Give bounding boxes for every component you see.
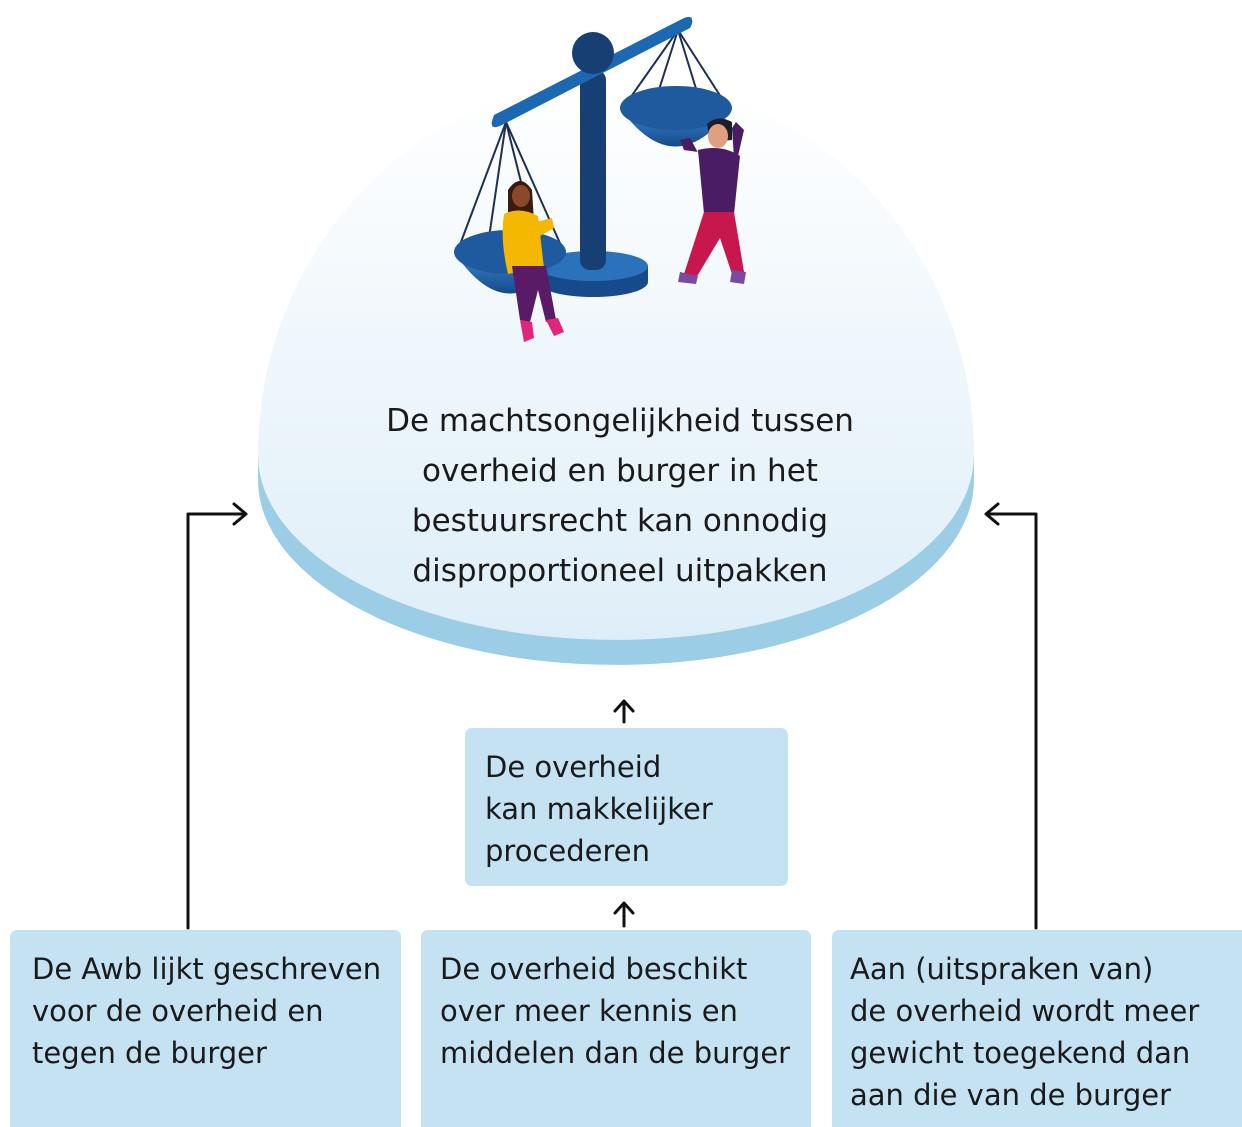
- cause-box-procedure: De overheid kan makkelijker procederen: [465, 728, 788, 886]
- box-line: Aan (uitspraken van): [850, 952, 1154, 986]
- arrow-center-to-middle: [613, 901, 635, 928]
- balance-scale-illustration: [454, 16, 746, 342]
- box-line: aan die van de burger: [850, 1078, 1172, 1112]
- main-statement-line: overheid en burger in het: [422, 453, 818, 489]
- cause-box-awb: De Awb lijkt geschreven voor de overheid…: [10, 930, 401, 1127]
- arrow-middle-to-statement: [613, 699, 635, 724]
- box-line: De Awb lijkt geschreven: [32, 952, 382, 986]
- cause-box-weight: Aan (uitspraken van) de overheid wordt m…: [832, 930, 1242, 1127]
- box-line: De overheid beschikt: [440, 952, 748, 986]
- cause-box-knowledge: De overheid beschikt over meer kennis en…: [421, 930, 811, 1127]
- box-line: de overheid wordt meer: [850, 994, 1200, 1028]
- scale-pivot: [572, 32, 614, 74]
- scale-post: [580, 70, 606, 270]
- scale-right-pan: [620, 86, 732, 147]
- main-statement: De machtsongelijkheid tussen overheid en…: [300, 396, 940, 596]
- arrow-left-to-statement: [186, 502, 248, 930]
- box-line: tegen de burger: [32, 1036, 267, 1070]
- man-figure: [678, 118, 746, 284]
- box-line: middelen dan de burger: [440, 1036, 791, 1070]
- main-statement-line: bestuursrecht kan onnodig: [411, 503, 829, 539]
- box-line: kan makkelijker: [485, 792, 713, 826]
- box-line: voor de overheid en: [32, 994, 324, 1028]
- dome: [258, 80, 974, 665]
- woman-figure: [502, 181, 564, 342]
- connectors: [186, 502, 1038, 930]
- box-line: procederen: [485, 834, 650, 868]
- box-line: over meer kennis en: [440, 994, 738, 1028]
- main-statement-line: disproportioneel uitpakken: [412, 553, 828, 589]
- main-statement-line: De machtsongelijkheid tussen: [386, 403, 854, 439]
- box-line: gewicht toegekend dan: [850, 1036, 1191, 1070]
- arrow-right-to-statement: [984, 502, 1038, 930]
- dome-body: [258, 80, 974, 640]
- box-line: De overheid: [485, 750, 662, 784]
